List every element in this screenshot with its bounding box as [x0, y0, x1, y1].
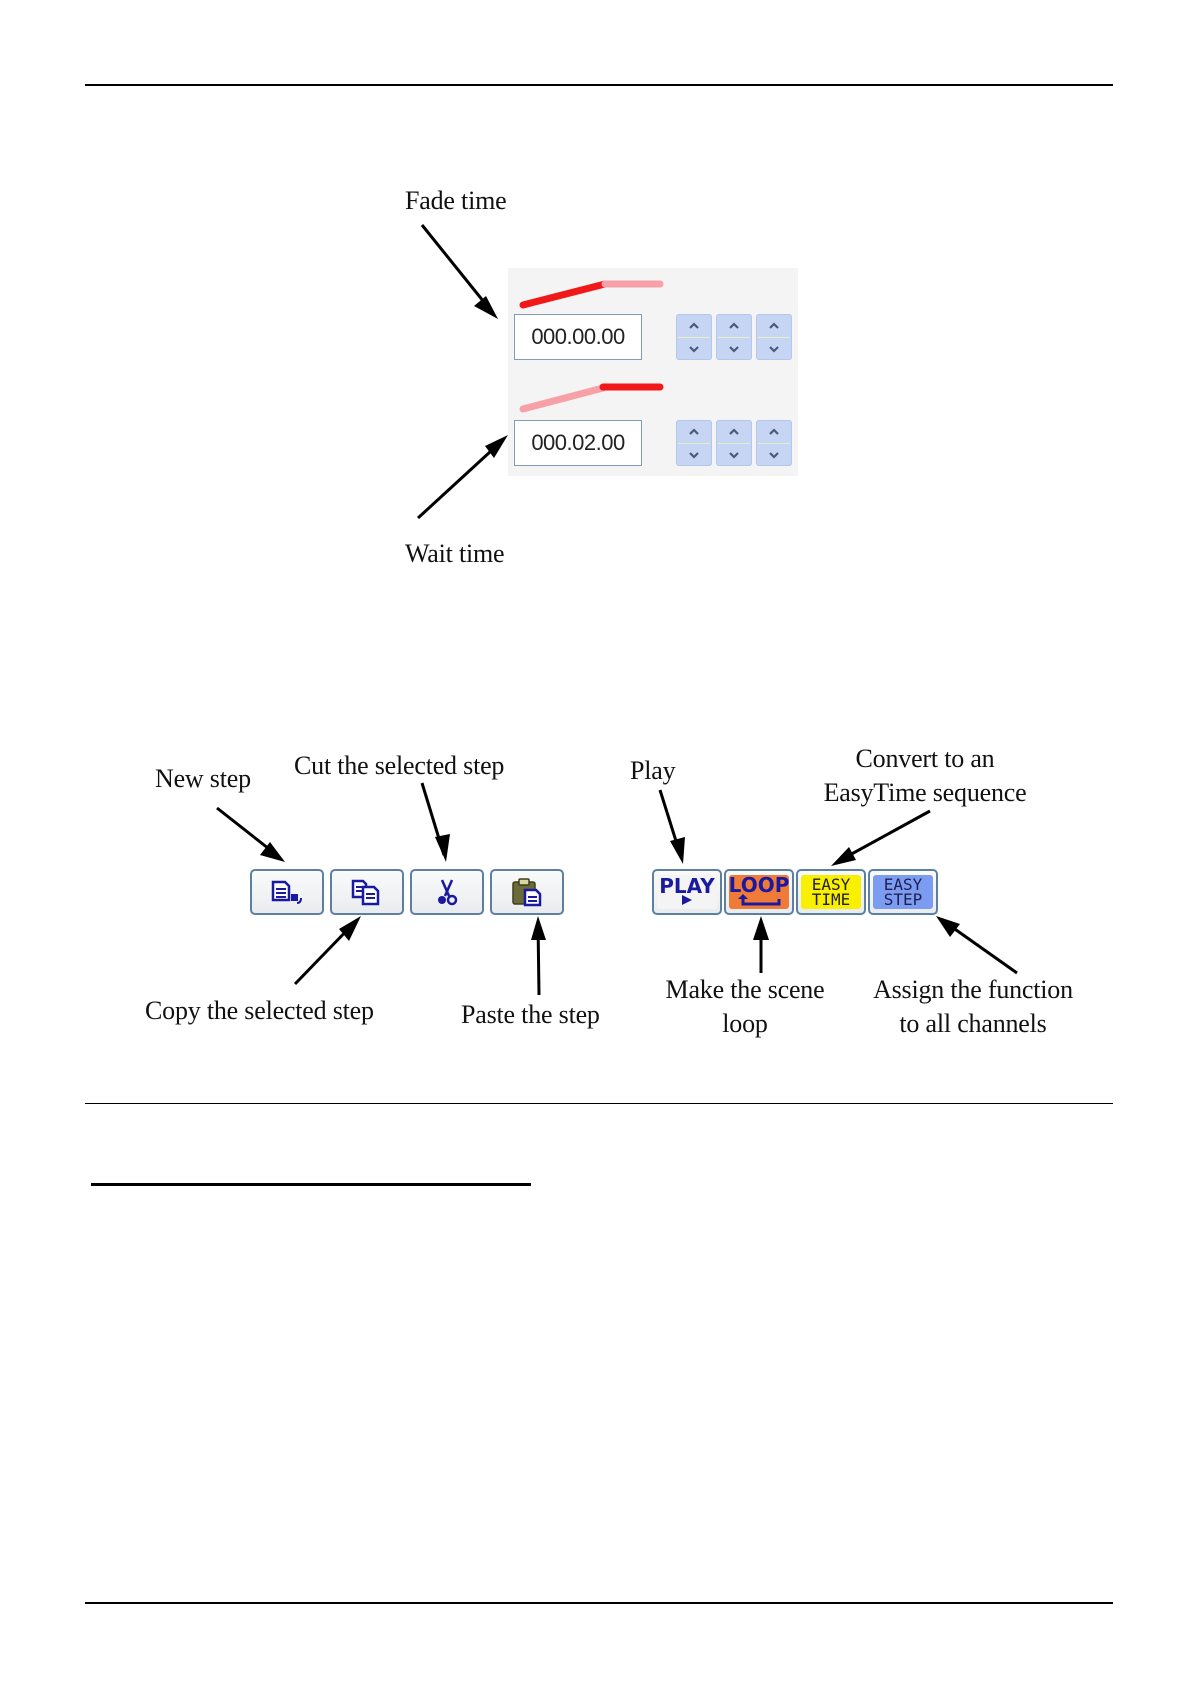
spin-up-button[interactable]: [676, 420, 712, 442]
copy-icon: [347, 878, 387, 906]
fade-spinner-3[interactable]: [756, 314, 792, 360]
copy-step-arrowhead: [339, 916, 361, 941]
loop-line-2: loop: [650, 1007, 840, 1041]
wait-time-input[interactable]: 000.02.00: [514, 420, 642, 466]
copy-step-label: Copy the selected step: [145, 994, 374, 1028]
chevron-up-icon: [769, 428, 779, 435]
paste-step-button[interactable]: [490, 869, 564, 915]
wait-spinner-2[interactable]: [716, 420, 752, 466]
spin-up-button[interactable]: [756, 314, 792, 336]
spin-down-button[interactable]: [676, 338, 712, 360]
paste-step-arrowhead: [531, 916, 546, 940]
cut-step-button[interactable]: [410, 869, 484, 915]
chevron-up-icon: [729, 322, 739, 329]
spin-down-button[interactable]: [716, 444, 752, 466]
convert-easytime-label: Convert to an EasyTime sequence: [800, 742, 1050, 810]
section-rule: [85, 1103, 1113, 1104]
convert-line-2: EasyTime sequence: [800, 776, 1050, 810]
convert-arrowhead: [831, 847, 856, 866]
chevron-down-icon: [769, 452, 779, 459]
heading-underline: [91, 1183, 531, 1186]
play-label: Play: [630, 754, 675, 788]
spin-up-button[interactable]: [716, 314, 752, 336]
wait-time-label: Wait time: [405, 537, 504, 571]
footer-rule: [85, 1602, 1113, 1604]
chevron-up-icon: [689, 428, 699, 435]
new-step-arrow: [217, 808, 278, 856]
scissors-icon: [427, 877, 467, 907]
time-settings-panel: 000.00.00 000.02.00: [508, 268, 798, 476]
loop-label: Make the scene loop: [650, 973, 840, 1041]
wait-time-arrowhead: [485, 435, 508, 458]
chevron-up-icon: [729, 428, 739, 435]
fade-time-arrowhead: [474, 296, 498, 319]
spin-down-button[interactable]: [756, 444, 792, 466]
cut-step-label: Cut the selected step: [294, 749, 504, 783]
convert-line-1: Convert to an: [800, 742, 1050, 776]
spin-down-button[interactable]: [676, 444, 712, 466]
spin-up-button[interactable]: [676, 314, 712, 336]
play-arrow: [660, 790, 681, 857]
wait-spinner-3[interactable]: [756, 420, 792, 466]
paste-step-arrow: [538, 922, 539, 995]
play-triangle-icon: [680, 894, 694, 906]
loop-button-text: LOOP: [729, 878, 790, 893]
copy-step-button[interactable]: [330, 869, 404, 915]
assign-line-2: to all channels: [858, 1007, 1088, 1041]
chevron-up-icon: [769, 322, 779, 329]
fade-time-label: Fade time: [405, 184, 506, 218]
easy-step-line-2: STEP: [884, 892, 923, 907]
chevron-down-icon: [689, 346, 699, 353]
spin-up-button[interactable]: [756, 420, 792, 442]
fade-time-input[interactable]: 000.00.00: [514, 314, 642, 360]
paste-step-label: Paste the step: [461, 998, 600, 1032]
convert-arrow: [837, 811, 930, 862]
wait-time-arrow: [418, 440, 503, 518]
assign-arrowhead: [936, 916, 960, 937]
play-arrowhead: [670, 837, 685, 864]
chevron-up-icon: [689, 322, 699, 329]
easy-step-button[interactable]: EASY STEP: [868, 869, 938, 915]
chevron-down-icon: [729, 452, 739, 459]
loop-arrowhead: [753, 916, 769, 940]
assign-line-1: Assign the function: [858, 973, 1088, 1007]
cut-step-arrowhead: [435, 834, 450, 862]
chevron-down-icon: [769, 346, 779, 353]
spin-down-button[interactable]: [756, 338, 792, 360]
easy-time-line-2: TIME: [812, 892, 851, 907]
chevron-down-icon: [689, 452, 699, 459]
header-rule: [85, 84, 1113, 86]
assign-arrow: [942, 920, 1017, 973]
wait-curve-indicator: [518, 378, 678, 418]
clipboard-paste-icon: [507, 877, 547, 907]
new-step-label: New step: [155, 762, 251, 796]
wait-spinner-1[interactable]: [676, 420, 712, 466]
new-step-arrowhead: [260, 842, 285, 862]
fade-spinner-2[interactable]: [716, 314, 752, 360]
new-step-icon: [267, 878, 307, 906]
new-step-button[interactable]: [250, 869, 324, 915]
spin-up-button[interactable]: [716, 420, 752, 442]
easy-time-button[interactable]: EASY TIME: [796, 869, 866, 915]
loop-button[interactable]: LOOP: [724, 869, 794, 915]
fade-curve-indicator: [518, 273, 678, 313]
loop-line-1: Make the scene: [650, 973, 840, 1007]
copy-step-arrow: [295, 922, 355, 984]
fade-spinner-1[interactable]: [676, 314, 712, 360]
chevron-down-icon: [729, 346, 739, 353]
play-button[interactable]: PLAY: [652, 869, 722, 915]
loop-arrow-icon: [733, 893, 785, 907]
assign-label: Assign the function to all channels: [858, 973, 1088, 1041]
spin-down-button[interactable]: [716, 338, 752, 360]
cut-step-arrow: [422, 783, 444, 855]
fade-time-arrow: [422, 225, 492, 312]
play-button-text: PLAY: [659, 879, 714, 894]
